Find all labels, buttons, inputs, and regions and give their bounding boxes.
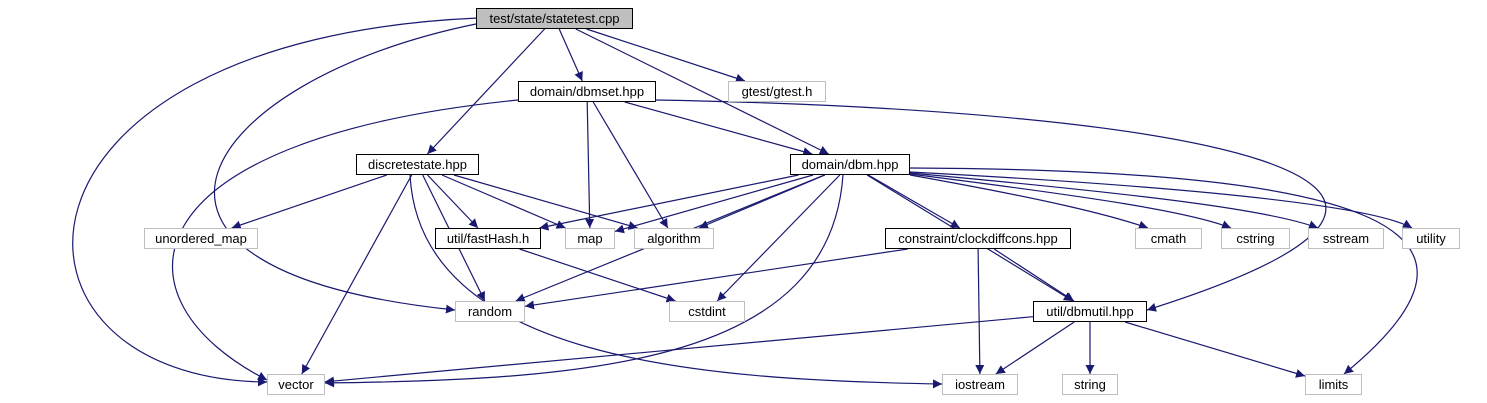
edge-dbm-to-cstring	[909, 173, 1232, 229]
node-discretestate-hpp[interactable]: discretestate.hpp	[356, 154, 479, 175]
node-clockdiffcons-hpp[interactable]: constraint/clockdiffcons.hpp	[885, 228, 1071, 249]
node-statetest-cpp: test/state/statetest.cpp	[476, 8, 633, 29]
edge-dbmset-to-map	[585, 101, 595, 229]
edge-discretestate-to-fasthash	[427, 174, 479, 229]
edge-statetest-to-random	[213, 23, 477, 314]
edge-dbm-to-clockdiffcons	[867, 174, 961, 229]
node-dbmset-hpp[interactable]: domain/dbmset.hpp	[518, 81, 656, 102]
node-dbmutil-hpp[interactable]: util/dbmutil.hpp	[1033, 301, 1147, 322]
edge-dbm-to-utility	[909, 171, 1413, 229]
node-utility: utility	[1402, 228, 1460, 249]
edge-dbm-to-fasthash	[539, 174, 799, 231]
node-fasthash-h[interactable]: util/fastHash.h	[435, 228, 541, 249]
node-sstream: sstream	[1308, 228, 1384, 249]
node-algorithm: algorithm	[634, 228, 714, 249]
edge-dbmset-to-algorithm	[592, 101, 669, 229]
node-random: random	[455, 301, 525, 322]
edge-dbmset-to-vector	[172, 99, 519, 381]
edge-dbmset-to-dbmutil	[655, 99, 1327, 312]
node-cstdint: cstdint	[669, 301, 745, 322]
edge-dbmset-to-dbm	[624, 101, 813, 156]
node-string: string	[1062, 374, 1118, 395]
edge-fasthash-to-cstdint	[519, 248, 676, 303]
edge-dbmutil-to-vector	[324, 316, 1034, 386]
edge-discretestate-to-map	[441, 174, 566, 229]
edge-statetest-to-gtest	[586, 28, 746, 83]
edge-dbm-to-cstdint	[716, 174, 841, 302]
edge-clockdiffcons-to-random	[524, 248, 908, 310]
node-iostream: iostream	[942, 374, 1018, 395]
edge-discretestate-to-vector	[301, 174, 413, 375]
edge-statetest-to-discretestate	[426, 28, 546, 155]
edge-dbm-to-sstream	[909, 172, 1319, 230]
edge-discretestate-to-algorithm	[453, 174, 638, 230]
edge-dbmutil-to-iostream	[995, 321, 1075, 375]
node-limits: limits	[1305, 374, 1362, 395]
edge-discretestate-to-iostream	[409, 174, 943, 389]
node-cstring: cstring	[1221, 228, 1290, 249]
edge-clockdiffcons-to-dbmutil	[993, 248, 1075, 302]
edge-dbm-to-limits	[909, 167, 1418, 375]
edge-statetest-to-dbm	[575, 28, 829, 155]
edge-statetest-to-dbmset	[558, 28, 583, 82]
edge-dbm-to-vector	[324, 174, 844, 388]
node-unordered-map: unordered_map	[144, 228, 258, 249]
edge-discretestate-to-unordered_map	[231, 174, 387, 230]
edge-dbmutil-to-limits	[1124, 321, 1306, 378]
edge-statetest-to-vector	[72, 17, 479, 387]
node-vector: vector	[267, 374, 325, 395]
node-gtest-h: gtest/gtest.h	[728, 81, 826, 102]
edge-dbm-to-cmath	[909, 174, 1149, 230]
edge-dbm-to-map	[614, 174, 814, 234]
node-dbm-hpp[interactable]: domain/dbm.hpp	[790, 154, 910, 175]
edge-clockdiffcons-to-iostream	[975, 248, 985, 375]
node-map: map	[565, 228, 615, 249]
node-cmath: cmath	[1135, 228, 1202, 249]
